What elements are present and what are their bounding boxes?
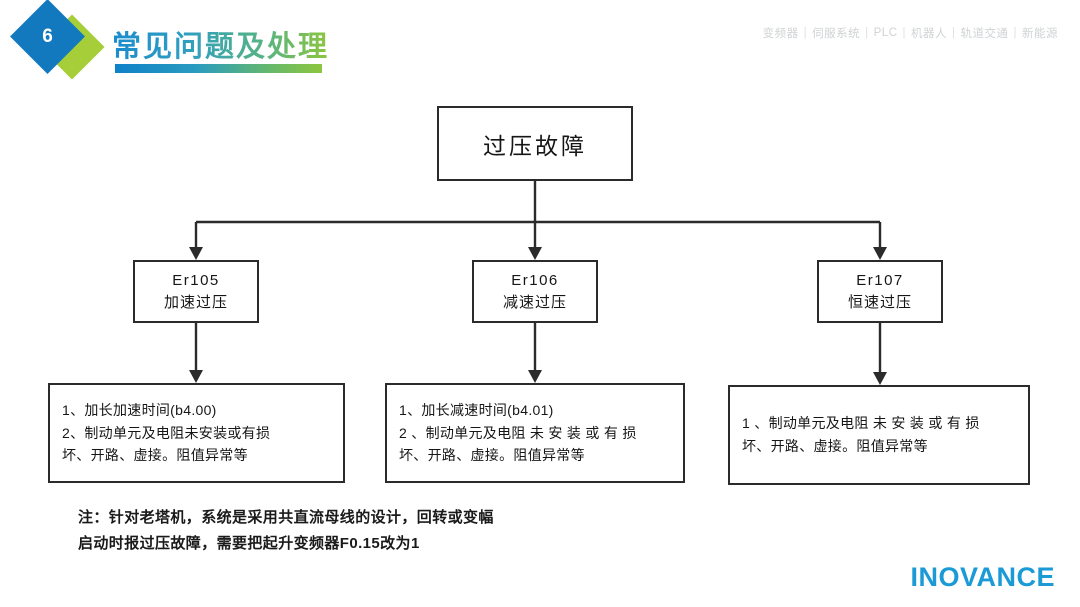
nav-item-new-energy[interactable]: 新能源 bbox=[1022, 28, 1058, 40]
nav-separator: | bbox=[803, 27, 808, 39]
nav-item-servo[interactable]: 伺服系统 bbox=[812, 28, 861, 40]
flow-detail-er105: 1、加长加速时间(b4.00) 2、制动单元及电阻未安装或有损 坏、开路、虚接。… bbox=[48, 383, 345, 483]
flow-detail-er106: 1、加长减速时间(b4.01) 2 、制动单元及电阻 未 安 装 或 有 损 坏… bbox=[385, 383, 685, 483]
arrowhead-left-branch bbox=[189, 247, 203, 260]
flow-node-er107: Er107 恒速过压 bbox=[817, 260, 943, 323]
slide-header: 6 常见问题及处理 变频器 | 伺服系统 | PLC | 机器人 | 轨道交通 … bbox=[0, 0, 1080, 95]
page-title: 常见问题及处理 bbox=[112, 23, 329, 65]
note-block: 注：针对老塔机，系统是采用共直流母线的设计，回转或变幅 启动时报过压故障，需要把… bbox=[78, 505, 494, 558]
flow-node-er105-label: 加速过压 bbox=[163, 293, 228, 311]
flow-node-er105-code: Er105 bbox=[172, 271, 220, 289]
arrowhead-left-detail bbox=[189, 370, 203, 383]
flow-node-root-label: 过压故障 bbox=[483, 132, 587, 159]
detail-line: 2、制动单元及电阻未安装或有损 bbox=[62, 424, 271, 441]
detail-line: 坏、开路、虚接。阻值异常等 bbox=[62, 447, 248, 464]
nav-separator: | bbox=[952, 27, 956, 39]
flow-node-er106-code: Er106 bbox=[511, 271, 559, 289]
note-line: 注：针对老塔机，系统是采用共直流母线的设计，回转或变幅 bbox=[78, 509, 494, 526]
arrowhead-right-branch bbox=[873, 247, 887, 260]
flow-detail-er107: 1 、制动单元及电阻 未 安 装 或 有 损 坏、开路、虚接。阻值异常等 bbox=[728, 385, 1030, 485]
nav-separator: | bbox=[865, 27, 869, 39]
nav-item-inverter[interactable]: 变频器 bbox=[762, 28, 799, 40]
arrowhead-middle-detail bbox=[528, 370, 542, 383]
nav-separator: | bbox=[902, 27, 906, 39]
flow-node-er107-code: Er107 bbox=[856, 271, 904, 289]
detail-line: 坏、开路、虚接。阻值异常等 bbox=[399, 447, 585, 464]
nav-item-robot[interactable]: 机器人 bbox=[911, 28, 947, 40]
section-number: 6 bbox=[42, 25, 53, 47]
inovance-logo: INOVANCE bbox=[910, 562, 1055, 592]
detail-line: 1 、制动单元及电阻 未 安 装 或 有 损 bbox=[742, 415, 980, 432]
flow-node-root: 过压故障 bbox=[437, 106, 633, 181]
arrowhead-middle-branch bbox=[528, 247, 542, 260]
nav-item-plc[interactable]: PLC bbox=[873, 27, 898, 39]
flow-node-er107-label: 恒速过压 bbox=[847, 293, 912, 311]
detail-line: 1、加长加速时间(b4.00) bbox=[62, 401, 217, 418]
arrowhead-right-detail bbox=[873, 372, 887, 385]
note-line: 启动时报过压故障，需要把起升变频器F0.15改为1 bbox=[78, 535, 420, 553]
flow-node-er106-label: 减速过压 bbox=[502, 293, 567, 311]
title-underline-bar bbox=[115, 64, 322, 73]
flow-node-er105: Er105 加速过压 bbox=[133, 260, 259, 323]
detail-line: 坏、开路、虚接。阻值异常等 bbox=[742, 438, 928, 454]
detail-line: 2 、制动单元及电阻 未 安 装 或 有 损 bbox=[399, 424, 637, 441]
flow-node-er106: Er106 减速过压 bbox=[472, 260, 598, 323]
nav-item-rail-transit[interactable]: 轨道交通 bbox=[960, 28, 1009, 40]
top-nav: 变频器 | 伺服系统 | PLC | 机器人 | 轨道交通 | 新能源 bbox=[763, 25, 1058, 41]
detail-line: 1、加长减速时间(b4.01) bbox=[399, 401, 554, 418]
nav-separator: | bbox=[1013, 27, 1017, 39]
